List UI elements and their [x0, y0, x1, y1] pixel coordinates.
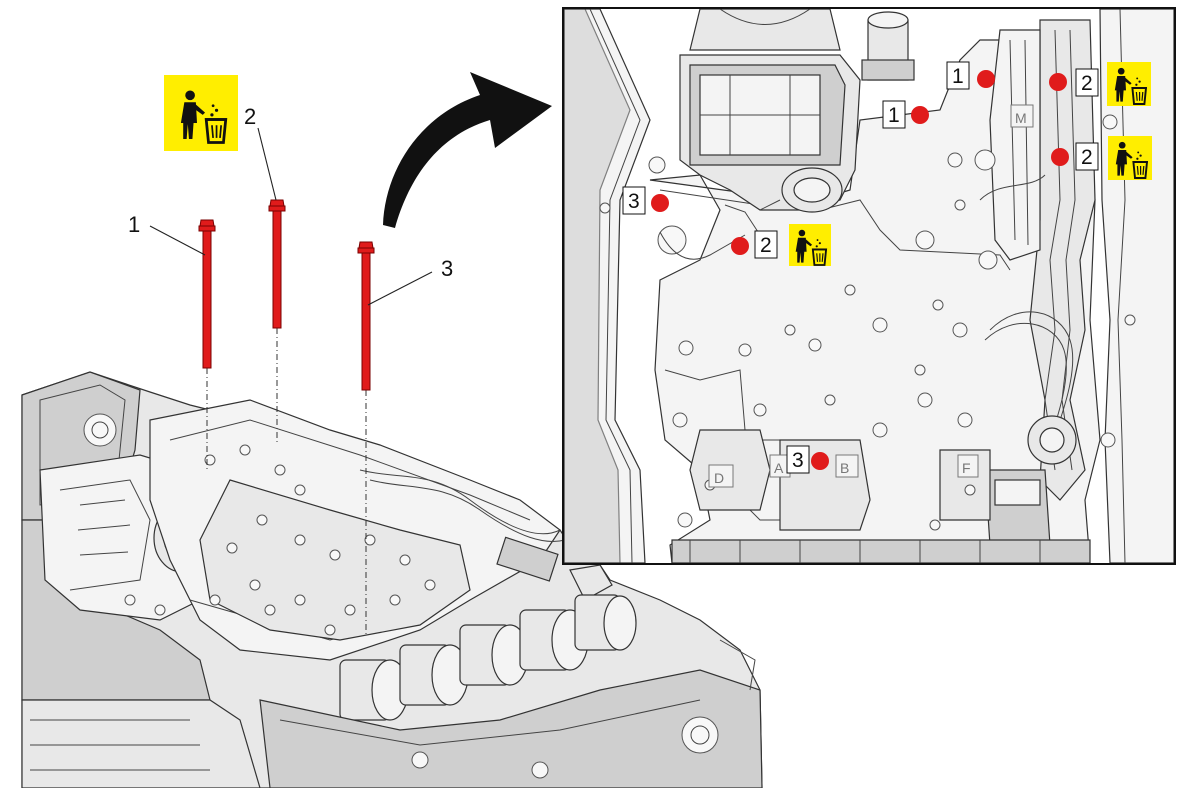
inset-callout-1b: 1: [882, 100, 906, 129]
inset-label-1a: 1: [952, 65, 964, 88]
bolt-marker-2c: [731, 237, 749, 255]
inset-callout-3a: 3: [622, 186, 646, 215]
detail-inset: M D A B F: [562, 7, 1176, 565]
bolt-marker-1a: [977, 70, 995, 88]
inset-label-2a: 2: [1081, 72, 1093, 95]
letter-a: A: [774, 460, 784, 476]
inset-bolt-markers: [651, 70, 1069, 470]
discard-bolt-icon: [1108, 136, 1152, 180]
inset-label-3b: 3: [792, 449, 804, 472]
inset-callout-1a: 1: [946, 61, 970, 90]
inset-callout-2a: 2: [1075, 68, 1099, 97]
inset-plate-holes: [599, 149, 998, 531]
inset-callout-2c: 2: [754, 230, 778, 259]
discard-bolt-icon: [164, 75, 238, 151]
valve-letter-marks: M D A B F: [708, 104, 1034, 488]
letter-f: F: [962, 460, 971, 476]
inset-label-3a: 3: [628, 190, 640, 213]
bolt-1: [198, 219, 216, 369]
bolt-marker-3a: [651, 194, 669, 212]
transmission-housing: [21, 371, 763, 788]
letter-m: M: [1015, 110, 1027, 126]
callout-bolt-3: 3: [441, 256, 453, 281]
letter-b: B: [840, 460, 849, 476]
callout-bolt-1: 1: [128, 212, 140, 237]
bolt-marker-2a: [1049, 73, 1067, 91]
inset-label-2c: 2: [760, 234, 772, 257]
inset-callout-2b: 2: [1075, 142, 1099, 171]
plate-bolt-holes: [124, 444, 436, 636]
letter-d: D: [714, 470, 724, 486]
bolt-guide-lines: [206, 328, 367, 635]
inset-label-1b: 1: [888, 104, 900, 127]
curved-arrow-icon: [383, 72, 552, 228]
callout-bolt-2: 2: [244, 104, 256, 129]
discard-bolt-icon: [1107, 62, 1151, 106]
solenoid-row: [339, 594, 637, 721]
bolt-2: [268, 199, 286, 329]
callout-leaders: [149, 127, 433, 306]
bolt-marker-2b: [1051, 148, 1069, 166]
discard-bolt-icon: [789, 224, 831, 266]
bolt-marker-1b: [911, 106, 929, 124]
inset-callout-3b: 3: [786, 445, 810, 474]
bolt-3: [357, 241, 375, 391]
inset-label-2b: 2: [1081, 146, 1093, 169]
bolt-marker-3b: [811, 452, 829, 470]
